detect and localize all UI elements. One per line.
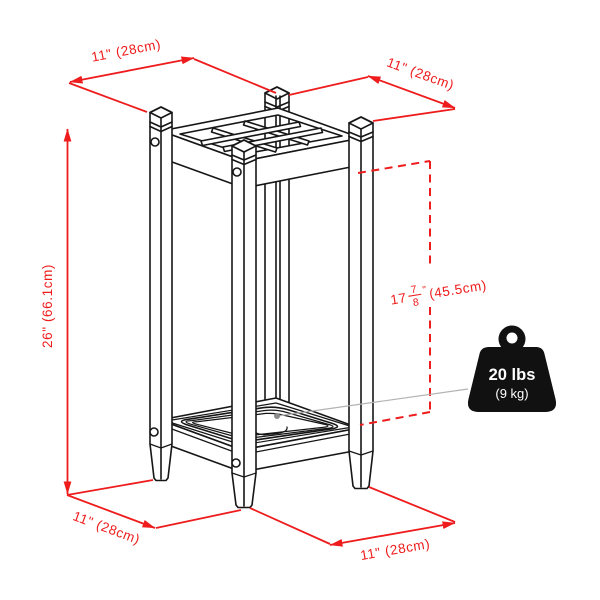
dowel-plugs bbox=[149, 137, 242, 468]
svg-text:": " bbox=[422, 284, 428, 296]
svg-text:17: 17 bbox=[389, 290, 407, 307]
svg-text:(45.5cm): (45.5cm) bbox=[428, 278, 488, 302]
dim-label-height: 26" (66.1cm) bbox=[40, 264, 55, 348]
svg-text:8: 8 bbox=[412, 296, 420, 309]
umbrella-stand-drawing bbox=[149, 86, 374, 509]
leader-dot bbox=[274, 413, 280, 419]
dim-label-bottom-right: 11" (28cm) bbox=[359, 536, 431, 563]
weight-leader bbox=[274, 388, 469, 419]
weight-lbs-label: 20 lbs bbox=[489, 366, 536, 384]
dim-label-bottom-left: 11" (28cm) bbox=[71, 508, 142, 547]
weight-ring-hole bbox=[506, 332, 518, 344]
weight-body bbox=[467, 347, 557, 412]
leg-front-right bbox=[348, 116, 374, 490]
top-rack bbox=[160, 107, 362, 189]
svg-text:7: 7 bbox=[410, 283, 418, 296]
dim-label-top-left: 11" (28cm) bbox=[90, 36, 162, 64]
leg-front-left bbox=[149, 106, 173, 482]
weight-capacity-icon: 20 lbs (9 kg) bbox=[467, 325, 557, 412]
dim-label-clearance: 17 7 8 " (45.5cm) bbox=[389, 278, 488, 310]
dim-label-top-right: 11" (28cm) bbox=[385, 55, 456, 93]
leg-front-center bbox=[231, 139, 257, 509]
weight-kg-label: (9 kg) bbox=[495, 386, 528, 401]
